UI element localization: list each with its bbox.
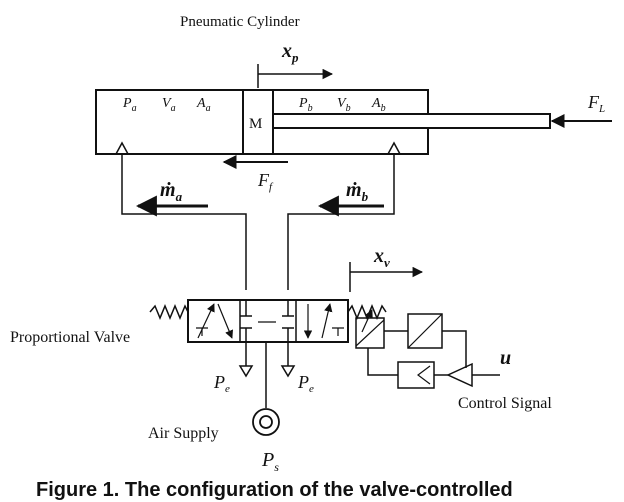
xv-label: xv xyxy=(373,245,390,270)
solenoid-diagonal xyxy=(355,319,385,347)
port-b-icon xyxy=(387,141,401,155)
valve-center-port-ea xyxy=(240,327,252,342)
valve-center-port-b xyxy=(282,300,294,317)
valve-right-flow-up xyxy=(321,303,333,339)
u-label: u xyxy=(500,347,511,369)
pipe-b xyxy=(287,154,395,290)
vb-label: Vb xyxy=(337,96,351,114)
solenoid-variable-arrow xyxy=(361,309,373,333)
aa-label: Aa xyxy=(196,96,211,114)
piston-mass-label: M xyxy=(249,116,262,132)
valve-body xyxy=(187,299,349,343)
valve-center-port-a xyxy=(240,300,252,317)
pipe-a xyxy=(121,154,247,290)
exhaust-b-icon xyxy=(280,365,296,378)
exhaust-a-icon xyxy=(238,365,254,378)
valve-left-block-icon xyxy=(196,327,208,336)
spring-left-icon xyxy=(149,304,189,320)
cylinder-title: Pneumatic Cylinder xyxy=(180,14,300,30)
pb-label: Pb xyxy=(298,96,313,114)
valve-left-flow-down xyxy=(217,303,234,339)
air-supply-label: Air Supply xyxy=(148,425,219,442)
pe-left-label: Pe xyxy=(213,372,230,395)
air-supply-icon xyxy=(252,408,280,436)
converter-diagonal xyxy=(407,313,443,349)
fl-label: FL xyxy=(587,92,605,115)
pa-label: Pa xyxy=(122,96,137,114)
valve-label: Proportional Valve xyxy=(10,329,130,346)
va-label: Va xyxy=(162,96,176,114)
ps-label: Ps xyxy=(261,449,279,474)
piston-rod xyxy=(272,113,551,129)
valve-left-flow-up xyxy=(197,303,215,339)
ab-label: Ab xyxy=(371,96,386,114)
valve-center-port-eb xyxy=(282,327,294,342)
controller-triangle-icon xyxy=(417,365,431,385)
amplifier-triangle-icon xyxy=(446,362,473,388)
feedback-path-top xyxy=(442,330,467,368)
air-supply-inner-icon xyxy=(259,415,273,429)
pe-right-label: Pe xyxy=(297,372,314,395)
ma-label: ṁa xyxy=(160,179,183,204)
mb-label: ṁb xyxy=(346,179,369,204)
xp-label: xp xyxy=(281,40,299,65)
port-a-icon xyxy=(115,141,129,155)
controller-to-solenoid xyxy=(367,348,398,376)
ff-label: Ff xyxy=(257,170,274,193)
figure-caption: Figure 1. The configuration of the valve… xyxy=(36,479,513,501)
valve-right-block-icon xyxy=(332,327,344,336)
spring-right-icon xyxy=(347,304,387,320)
control-signal-label: Control Signal xyxy=(458,395,552,412)
controller-block xyxy=(397,361,435,389)
